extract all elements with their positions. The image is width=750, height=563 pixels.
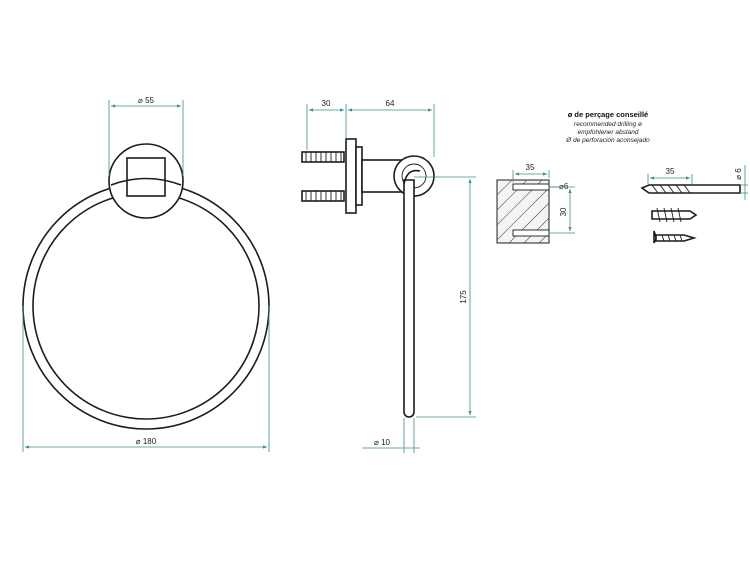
wall-block-section: 35 ⌀6 30 [496, 163, 575, 244]
svg-text:⌀ 55: ⌀ 55 [138, 96, 154, 105]
ring-rod-side [403, 179, 415, 418]
drill-diameter-label: 6 [734, 168, 743, 173]
mounting-screw [653, 230, 697, 244]
hole-diameter-label: 6 [564, 182, 569, 191]
drill-hole-top [512, 183, 550, 191]
drill-hardware: 35 ⌀ 6 [640, 165, 748, 244]
wall-anchor-bottom [301, 190, 345, 202]
base-depth-label: 30 [322, 99, 331, 108]
ring-clamp [126, 157, 166, 197]
ring-diameter-label: 180 [143, 437, 157, 446]
rosette-diameter-label: 55 [145, 96, 154, 105]
side-view: 30 64 175 ⌀ 10 [301, 99, 476, 453]
towel-ring-outer [22, 182, 270, 430]
drilling-note-title: ø de perçage conseillé [568, 110, 648, 119]
drilling-note-line-en: recommended drilling ø [574, 121, 642, 128]
drill-hole-bottom [512, 229, 550, 237]
drill-bit [640, 184, 741, 194]
svg-text:⌀6: ⌀6 [559, 182, 569, 191]
wall-anchor-top [301, 151, 345, 163]
wall-plate [345, 138, 357, 214]
hole-spacing-label: 30 [559, 207, 568, 216]
rod-diameter-label: 10 [381, 438, 390, 447]
svg-text:⌀ 6: ⌀ 6 [734, 168, 743, 180]
wall-plug [651, 207, 698, 223]
drilling-note-line-es: Ø de perforación aconsejado [565, 137, 650, 144]
svg-text:⌀ 10: ⌀ 10 [374, 438, 390, 447]
drill-length-label: 35 [666, 167, 675, 176]
drilling-note-line-de: empfohlener abstand [577, 129, 638, 136]
front-view: ⌀ 55 ⌀ 180 [22, 96, 270, 452]
svg-text:⌀ 180: ⌀ 180 [136, 437, 157, 446]
drilling-note: ø de perçage conseillé recommended drill… [565, 110, 650, 144]
ring-drop-label: 175 [459, 290, 468, 304]
hole-depth-label: 35 [526, 163, 535, 172]
towel-ring-inner [32, 192, 260, 420]
arm-projection-label: 64 [386, 99, 395, 108]
